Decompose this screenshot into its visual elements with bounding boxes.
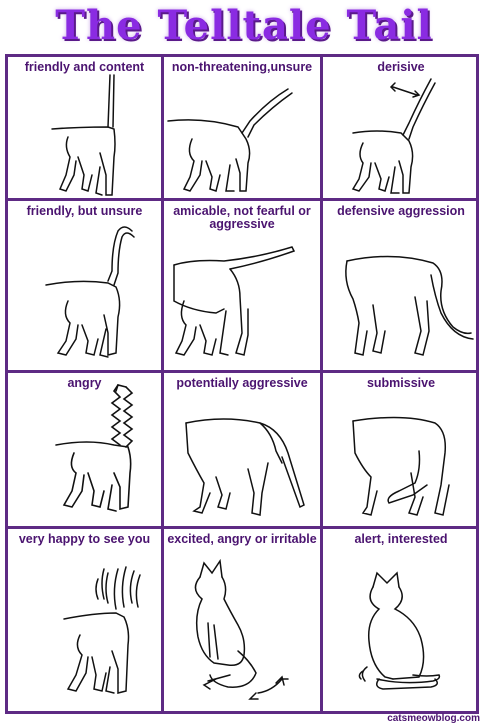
cat-tail-swishing-icon	[194, 558, 289, 700]
cell-defensive: defensive aggression	[323, 201, 479, 370]
cell-friendly-content: friendly and content	[8, 57, 161, 198]
grid-divider	[320, 57, 323, 711]
grid-divider	[8, 526, 476, 529]
cat-tail-horizontal-icon	[173, 246, 296, 356]
cat-tail-tip-twitching-icon	[358, 571, 441, 690]
cell-label: submissive	[366, 376, 436, 390]
cat-tail-upright-icon	[51, 74, 116, 196]
cell-label: potentially aggressive	[176, 376, 308, 390]
tail-chart-grid: friendly and content non-threatening,uns…	[5, 54, 479, 714]
cell-label: very happy to see you	[18, 532, 151, 546]
cat-tail-flicking-icon	[351, 78, 436, 194]
site-credit: catsmeowblog.com	[387, 713, 480, 724]
cell-derisive: derisive	[323, 57, 479, 198]
cell-label: amicable, not fearful or aggressive	[173, 204, 311, 231]
cat-tail-bristled-icon	[55, 384, 134, 512]
cell-label: angry	[67, 376, 102, 390]
cell-submissive: submissive	[323, 373, 479, 526]
cat-tail-quivering-icon	[63, 566, 141, 694]
cell-label: non-threatening,unsure	[171, 60, 313, 74]
cell-label: excited, angry or irritable	[167, 532, 317, 546]
cell-potentially-aggressive: potentially aggressive	[164, 373, 320, 526]
page-title: The Telltale Tail	[55, 2, 433, 49]
cat-tail-tucked-icon	[352, 416, 450, 516]
cell-label: defensive aggression	[337, 204, 465, 218]
cell-label: alert, interested	[354, 532, 448, 546]
grid-divider	[8, 198, 476, 201]
cat-tail-arched-down-icon	[345, 255, 474, 356]
cell-excited-angry: excited, angry or irritable	[164, 529, 320, 717]
grid-divider	[161, 57, 164, 711]
cat-tail-lowered-arch-icon	[185, 418, 305, 516]
cell-angry: angry	[8, 373, 161, 526]
cell-amicable: amicable, not fearful or aggressive	[164, 201, 320, 370]
grid-divider	[8, 370, 476, 373]
cell-alert-interested: alert, interested	[323, 529, 479, 717]
cell-friendly-unsure: friendly, but unsure	[8, 201, 161, 370]
cell-label: friendly and content	[24, 60, 145, 74]
cat-tail-hooked-icon	[45, 226, 135, 358]
cell-label: derisive	[377, 60, 425, 74]
cat-tail-low-diagonal-icon	[167, 88, 293, 192]
cell-label: friendly, but unsure	[26, 204, 143, 218]
cell-non-threatening: non-threatening,unsure	[164, 57, 320, 198]
cell-very-happy: very happy to see you	[8, 529, 161, 717]
